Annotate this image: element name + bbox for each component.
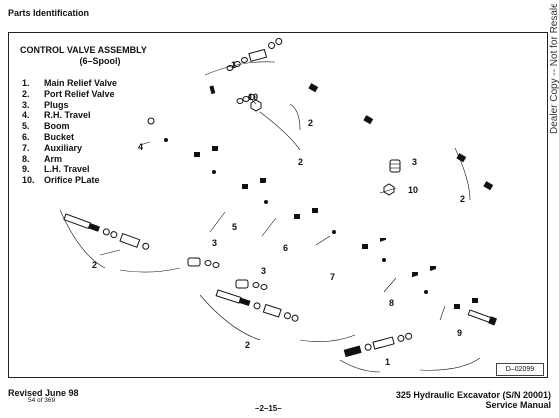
section-title: Parts Identification <box>8 8 90 18</box>
callout-9: 9 <box>457 328 463 338</box>
legend-number: 10. <box>22 175 35 186</box>
callout-1-top: 1 <box>231 60 237 70</box>
legend-label: Orifice PLate <box>44 175 100 186</box>
callout-2-top: 2 <box>308 118 314 128</box>
legend-label: Plugs <box>44 99 69 110</box>
legend-number: 1. <box>22 78 30 88</box>
figure-title-main: CONTROL VALVE ASSEMBLY <box>20 45 147 55</box>
legend-number: 9. <box>22 164 30 175</box>
parts-legend: 1.Main Relief Valve 2.Port Relief Valve … <box>22 78 117 186</box>
legend-label: L.H. Travel <box>44 164 90 175</box>
legend-label: Boom <box>44 121 70 132</box>
callout-3-right: 3 <box>412 157 418 167</box>
callout-10-right: 10 <box>408 185 419 195</box>
callout-2-bottom: 2 <box>245 340 251 350</box>
callout-6: 6 <box>283 243 289 253</box>
legend-item: 2. Port Relief Valve <box>22 89 117 100</box>
legend-item: 9. L.H. Travel <box>22 164 117 175</box>
callout-8: 8 <box>389 298 395 308</box>
callout-10-top: 10 <box>248 92 259 102</box>
legend-item: 4. R.H. Travel <box>22 110 117 121</box>
legend-item: 10. Orifice PLate <box>22 175 117 186</box>
callout-3-left: 3 <box>212 238 218 248</box>
legend-number: 4. <box>22 110 30 121</box>
legend-label: Main Relief Valve <box>44 78 118 88</box>
legend-label: Port Relief Valve <box>44 88 115 99</box>
legend-label: Arm <box>44 153 63 164</box>
legend-number: 3. <box>22 99 30 110</box>
callout-2-mid: 2 <box>298 157 304 167</box>
figure-title: CONTROL VALVE ASSEMBLY (6–Spool) <box>20 45 180 67</box>
footer-revised: Revised June 98 54 of 369 <box>8 388 79 404</box>
callout-1-bottom: 1 <box>385 357 391 367</box>
callout-7: 7 <box>330 272 336 282</box>
manual-title-line2: Service Manual <box>485 400 551 410</box>
page-number: –2–15– <box>255 404 282 413</box>
callout-4: 4 <box>138 142 144 152</box>
revised-date: Revised June 98 <box>8 388 79 398</box>
legend-item: 1. Main Relief Valve <box>22 78 117 89</box>
callout-2-right: 2 <box>460 194 466 204</box>
legend-number: 5. <box>22 121 30 132</box>
page-count: 54 of 369 <box>28 397 56 404</box>
legend-number: 6. <box>22 131 30 142</box>
figure-id: D–02099 <box>496 363 544 376</box>
legend-number: 2. <box>22 88 30 99</box>
callout-5: 5 <box>232 222 238 232</box>
legend-item: 8. Arm <box>22 154 117 165</box>
legend-number: 7. <box>22 142 30 153</box>
figure-frame <box>8 32 548 378</box>
legend-label: Bucket <box>44 131 75 142</box>
callout-2-left: 2 <box>92 260 98 270</box>
legend-label: Auxiliary <box>44 142 83 153</box>
manual-title-line1: 325 Hydraulic Excavator (S/N 20001) <box>395 390 551 400</box>
legend-item: 7. Auxiliary <box>22 143 117 154</box>
legend-item: 3. Plugs <box>22 100 117 111</box>
legend-item: 5. Boom <box>22 121 117 132</box>
callout-3-bottom: 3 <box>261 266 267 276</box>
legend-label: R.H. Travel <box>44 110 91 121</box>
figure-subtitle: (6–Spool) <box>79 56 121 66</box>
manual-title: 325 Hydraulic Excavator (S/N 20001) Serv… <box>396 390 551 410</box>
legend-item: 6. Bucket <box>22 132 117 143</box>
legend-number: 8. <box>22 153 30 164</box>
